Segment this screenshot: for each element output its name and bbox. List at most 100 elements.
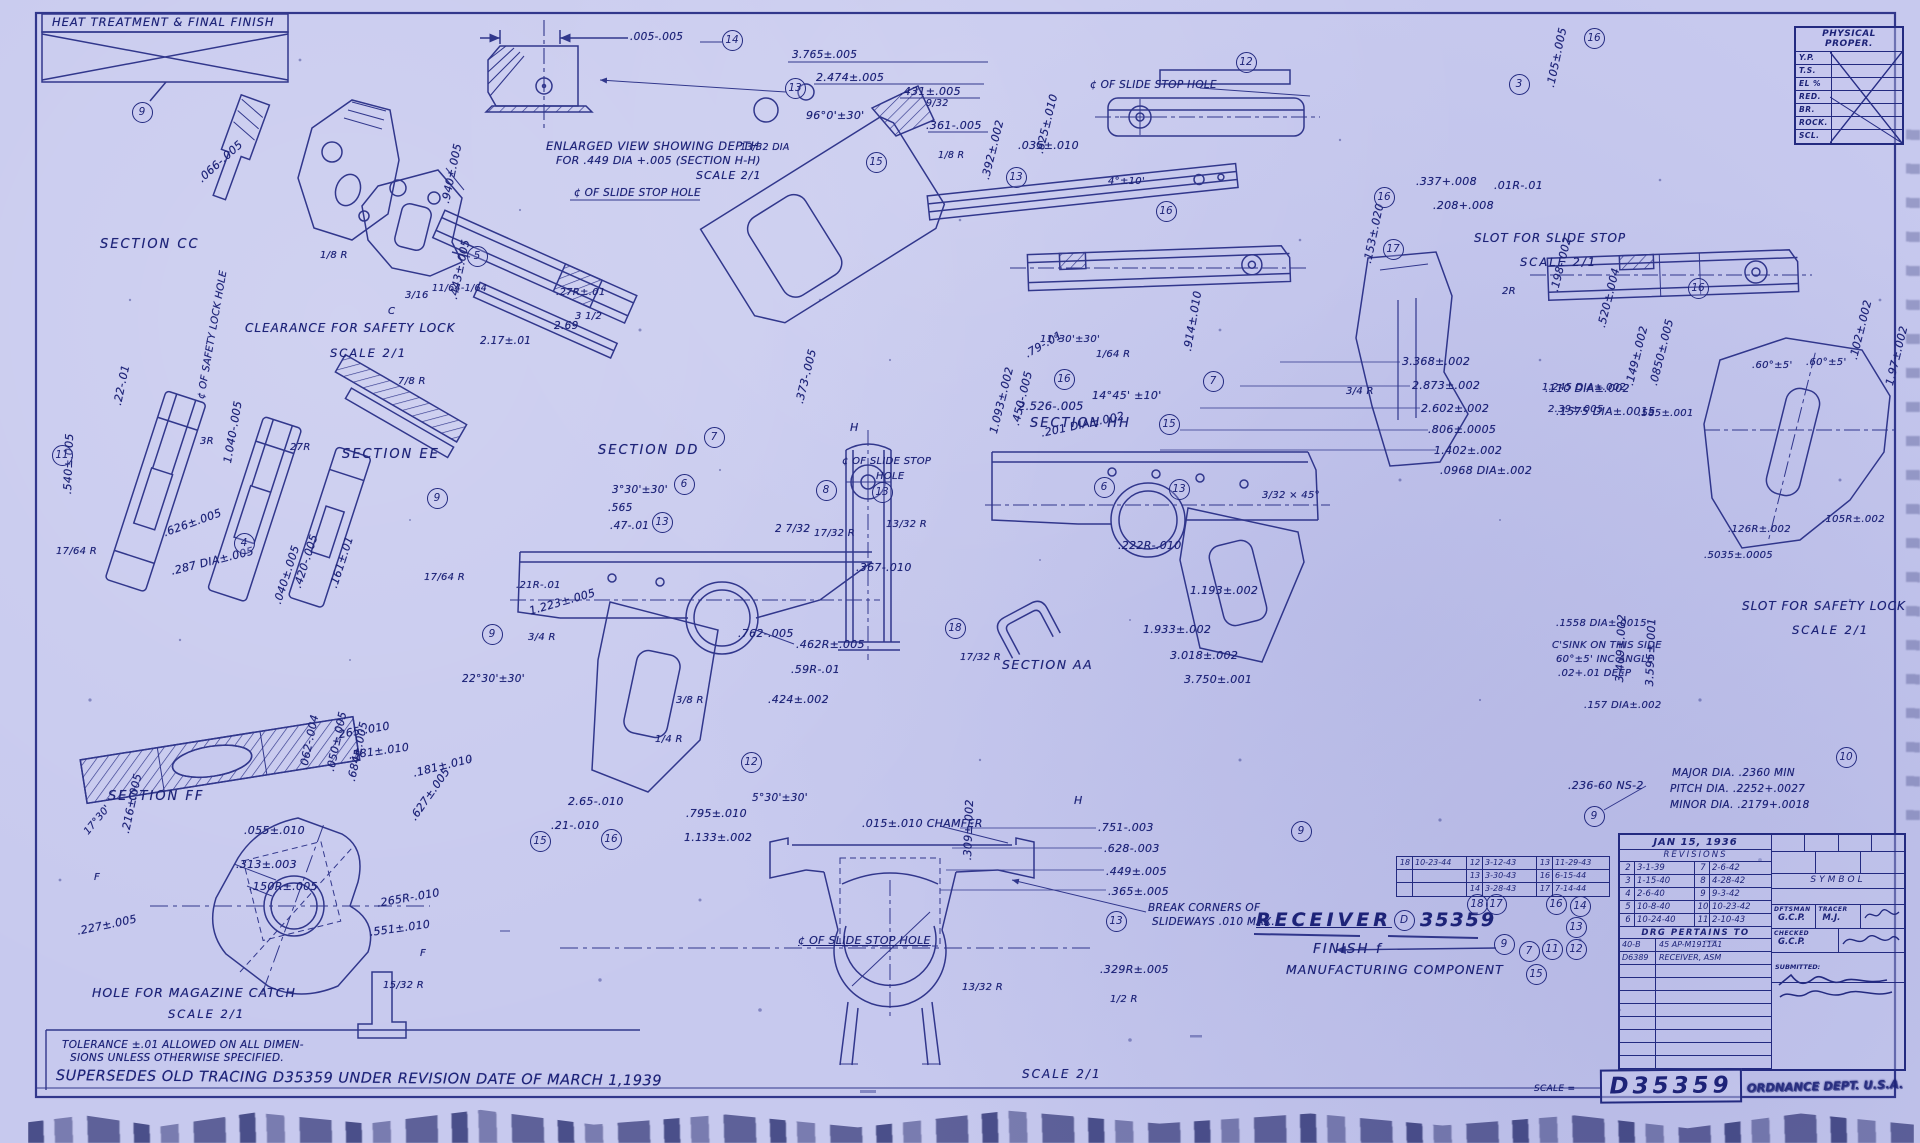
section-cc-label: SECTION CC bbox=[100, 237, 200, 252]
rev-no bbox=[1397, 883, 1413, 896]
rev-date: 3-30-43 bbox=[1483, 870, 1537, 882]
dim-label: 2.65-.010 bbox=[568, 795, 624, 808]
rev-date: 3-28-43 bbox=[1483, 883, 1537, 896]
balloon-9: 9 bbox=[1290, 820, 1312, 842]
balloon-16: 16 bbox=[1373, 186, 1395, 208]
balloon-6: 6 bbox=[673, 473, 695, 495]
phys-row-label: T.S. bbox=[1796, 64, 1832, 77]
dim-label: 96°0'±30' bbox=[806, 109, 865, 122]
rev-date: 2-10-43 bbox=[1712, 915, 1746, 925]
dim-label: HOLE bbox=[876, 471, 905, 482]
dim-label: .367-.010 bbox=[856, 561, 912, 574]
section-marker-h: H bbox=[850, 421, 859, 434]
dim-label: 13/32 DIA bbox=[740, 142, 790, 153]
dim-label: 1/4 R bbox=[655, 734, 683, 745]
safety-lock-slot-view bbox=[1703, 337, 1900, 549]
dim-label: .21R-.01 bbox=[516, 580, 561, 591]
dim-label: 2 7/32 bbox=[775, 523, 811, 535]
phys-row-label: SCL. bbox=[1796, 129, 1832, 143]
frame-angled-view bbox=[699, 61, 1239, 324]
heat-treatment-box bbox=[41, 13, 289, 102]
balloon-14: 14 bbox=[1569, 895, 1591, 917]
dim-label: .035±.010 bbox=[1018, 139, 1079, 152]
dim-label: 17/64 R bbox=[424, 572, 466, 583]
dim-label: .1558 DIA±.0015 bbox=[1556, 618, 1647, 629]
rail-section-1 bbox=[105, 390, 206, 592]
dim-label: 60°±5' INC ANGLE bbox=[1556, 654, 1654, 665]
dim-label: .02+.01 DEEP bbox=[1558, 668, 1632, 679]
dim-label: 27R bbox=[290, 442, 311, 453]
dim-label: SCALE 2/1 bbox=[696, 169, 762, 182]
pertains-code: 40-B bbox=[1620, 939, 1656, 951]
dim-label: .105R±.002 bbox=[1822, 514, 1885, 525]
balloon-9: 9 bbox=[426, 487, 448, 509]
dim-label: .21-.010 bbox=[551, 819, 600, 832]
section-marker-h: H bbox=[1074, 794, 1083, 807]
balloon-16: 16 bbox=[1053, 368, 1075, 390]
dim-label: 1.223±.005 bbox=[527, 586, 597, 618]
rail-bar-view bbox=[431, 209, 638, 325]
rev-no bbox=[1397, 870, 1413, 882]
dim-label: .0850±.005 bbox=[1647, 317, 1677, 387]
pertains-desc bbox=[1656, 978, 1771, 990]
phys-table-rows: Y.P. T.S. EL % RED. BR. ROCK. SCL. bbox=[1796, 51, 1902, 143]
dim-label: .626±.005 bbox=[161, 506, 224, 540]
balloon-13: 13 bbox=[871, 481, 893, 503]
section-aa-label: SECTION AA bbox=[1002, 657, 1094, 672]
rev-date: 10-24-40 bbox=[1635, 914, 1695, 926]
dim-label: 9/32 bbox=[926, 98, 949, 109]
thread-spec-line3: MINOR DIA. .2179+.0018 bbox=[1670, 799, 1810, 811]
sheet-border bbox=[34, 11, 1897, 1099]
slide-stop-hole-centerline-label: ¢ OF SLIDE STOP HOLE bbox=[574, 187, 701, 199]
supersedes-note: SUPERSEDES OLD TRACING D35359 UNDER REVI… bbox=[55, 1068, 663, 1090]
dim-label: 3.595±.001 bbox=[1643, 617, 1659, 687]
dim-label: 11°30'±30' bbox=[1040, 334, 1101, 345]
break-corners-note: BREAK CORNERS OF bbox=[1148, 902, 1261, 914]
balloon-14: 14 bbox=[721, 29, 743, 51]
dim-label: 1.933±.002 bbox=[1143, 623, 1212, 636]
balloon-D: D bbox=[1393, 909, 1415, 931]
rev-no: 3 bbox=[1620, 875, 1635, 887]
class-header-cell bbox=[1872, 835, 1904, 851]
class-value-cell bbox=[1861, 852, 1904, 873]
rev-no: 14 bbox=[1467, 883, 1483, 896]
rev-no: 6 bbox=[1620, 914, 1635, 926]
rev-no: 17 bbox=[1537, 883, 1553, 896]
dim-label: .062-.004 bbox=[297, 713, 322, 771]
balloon-18: 18 bbox=[944, 617, 966, 639]
balloon-3: 3 bbox=[1508, 73, 1530, 95]
dim-label: 2R bbox=[1502, 286, 1516, 297]
dim-label: .520±.004 bbox=[1595, 266, 1623, 329]
signature-cell bbox=[1861, 905, 1904, 928]
balloon-11: 11 bbox=[51, 444, 73, 466]
balloon-11: 11 bbox=[1541, 938, 1563, 960]
dim-label: .105±.005 bbox=[1544, 26, 1570, 89]
dim-label: .585±.001 bbox=[1638, 408, 1694, 419]
rev-date bbox=[1413, 883, 1467, 896]
pertains-code bbox=[1620, 991, 1656, 1003]
balloon-7: 7 bbox=[703, 426, 725, 448]
dim-label: 3 1/2 bbox=[575, 311, 603, 322]
dim-label: .424±.002 bbox=[768, 693, 829, 706]
symbol-label: SYMBOL bbox=[1772, 874, 1904, 889]
dim-label: .329R±.005 bbox=[1100, 963, 1169, 976]
revisions-header: REVISIONS bbox=[1620, 850, 1771, 862]
magazine-catch-view bbox=[150, 817, 430, 995]
balloon-6: 6 bbox=[1093, 476, 1115, 498]
enlarged-depth-view bbox=[480, 20, 787, 201]
rev-date: 7-14-44 bbox=[1555, 884, 1587, 893]
balloon-13: 13 bbox=[1168, 478, 1190, 500]
dim-label: 2.39±.005 bbox=[1548, 404, 1604, 415]
dim-label: 3/16 bbox=[405, 290, 429, 301]
balloon-16: 16 bbox=[1583, 27, 1605, 49]
phys-table-title: PHYSICAL PROPER. bbox=[1796, 28, 1902, 52]
dim-label: .066-.005 bbox=[195, 138, 246, 185]
submitted-label: SUBMITTED: bbox=[1775, 963, 1821, 971]
